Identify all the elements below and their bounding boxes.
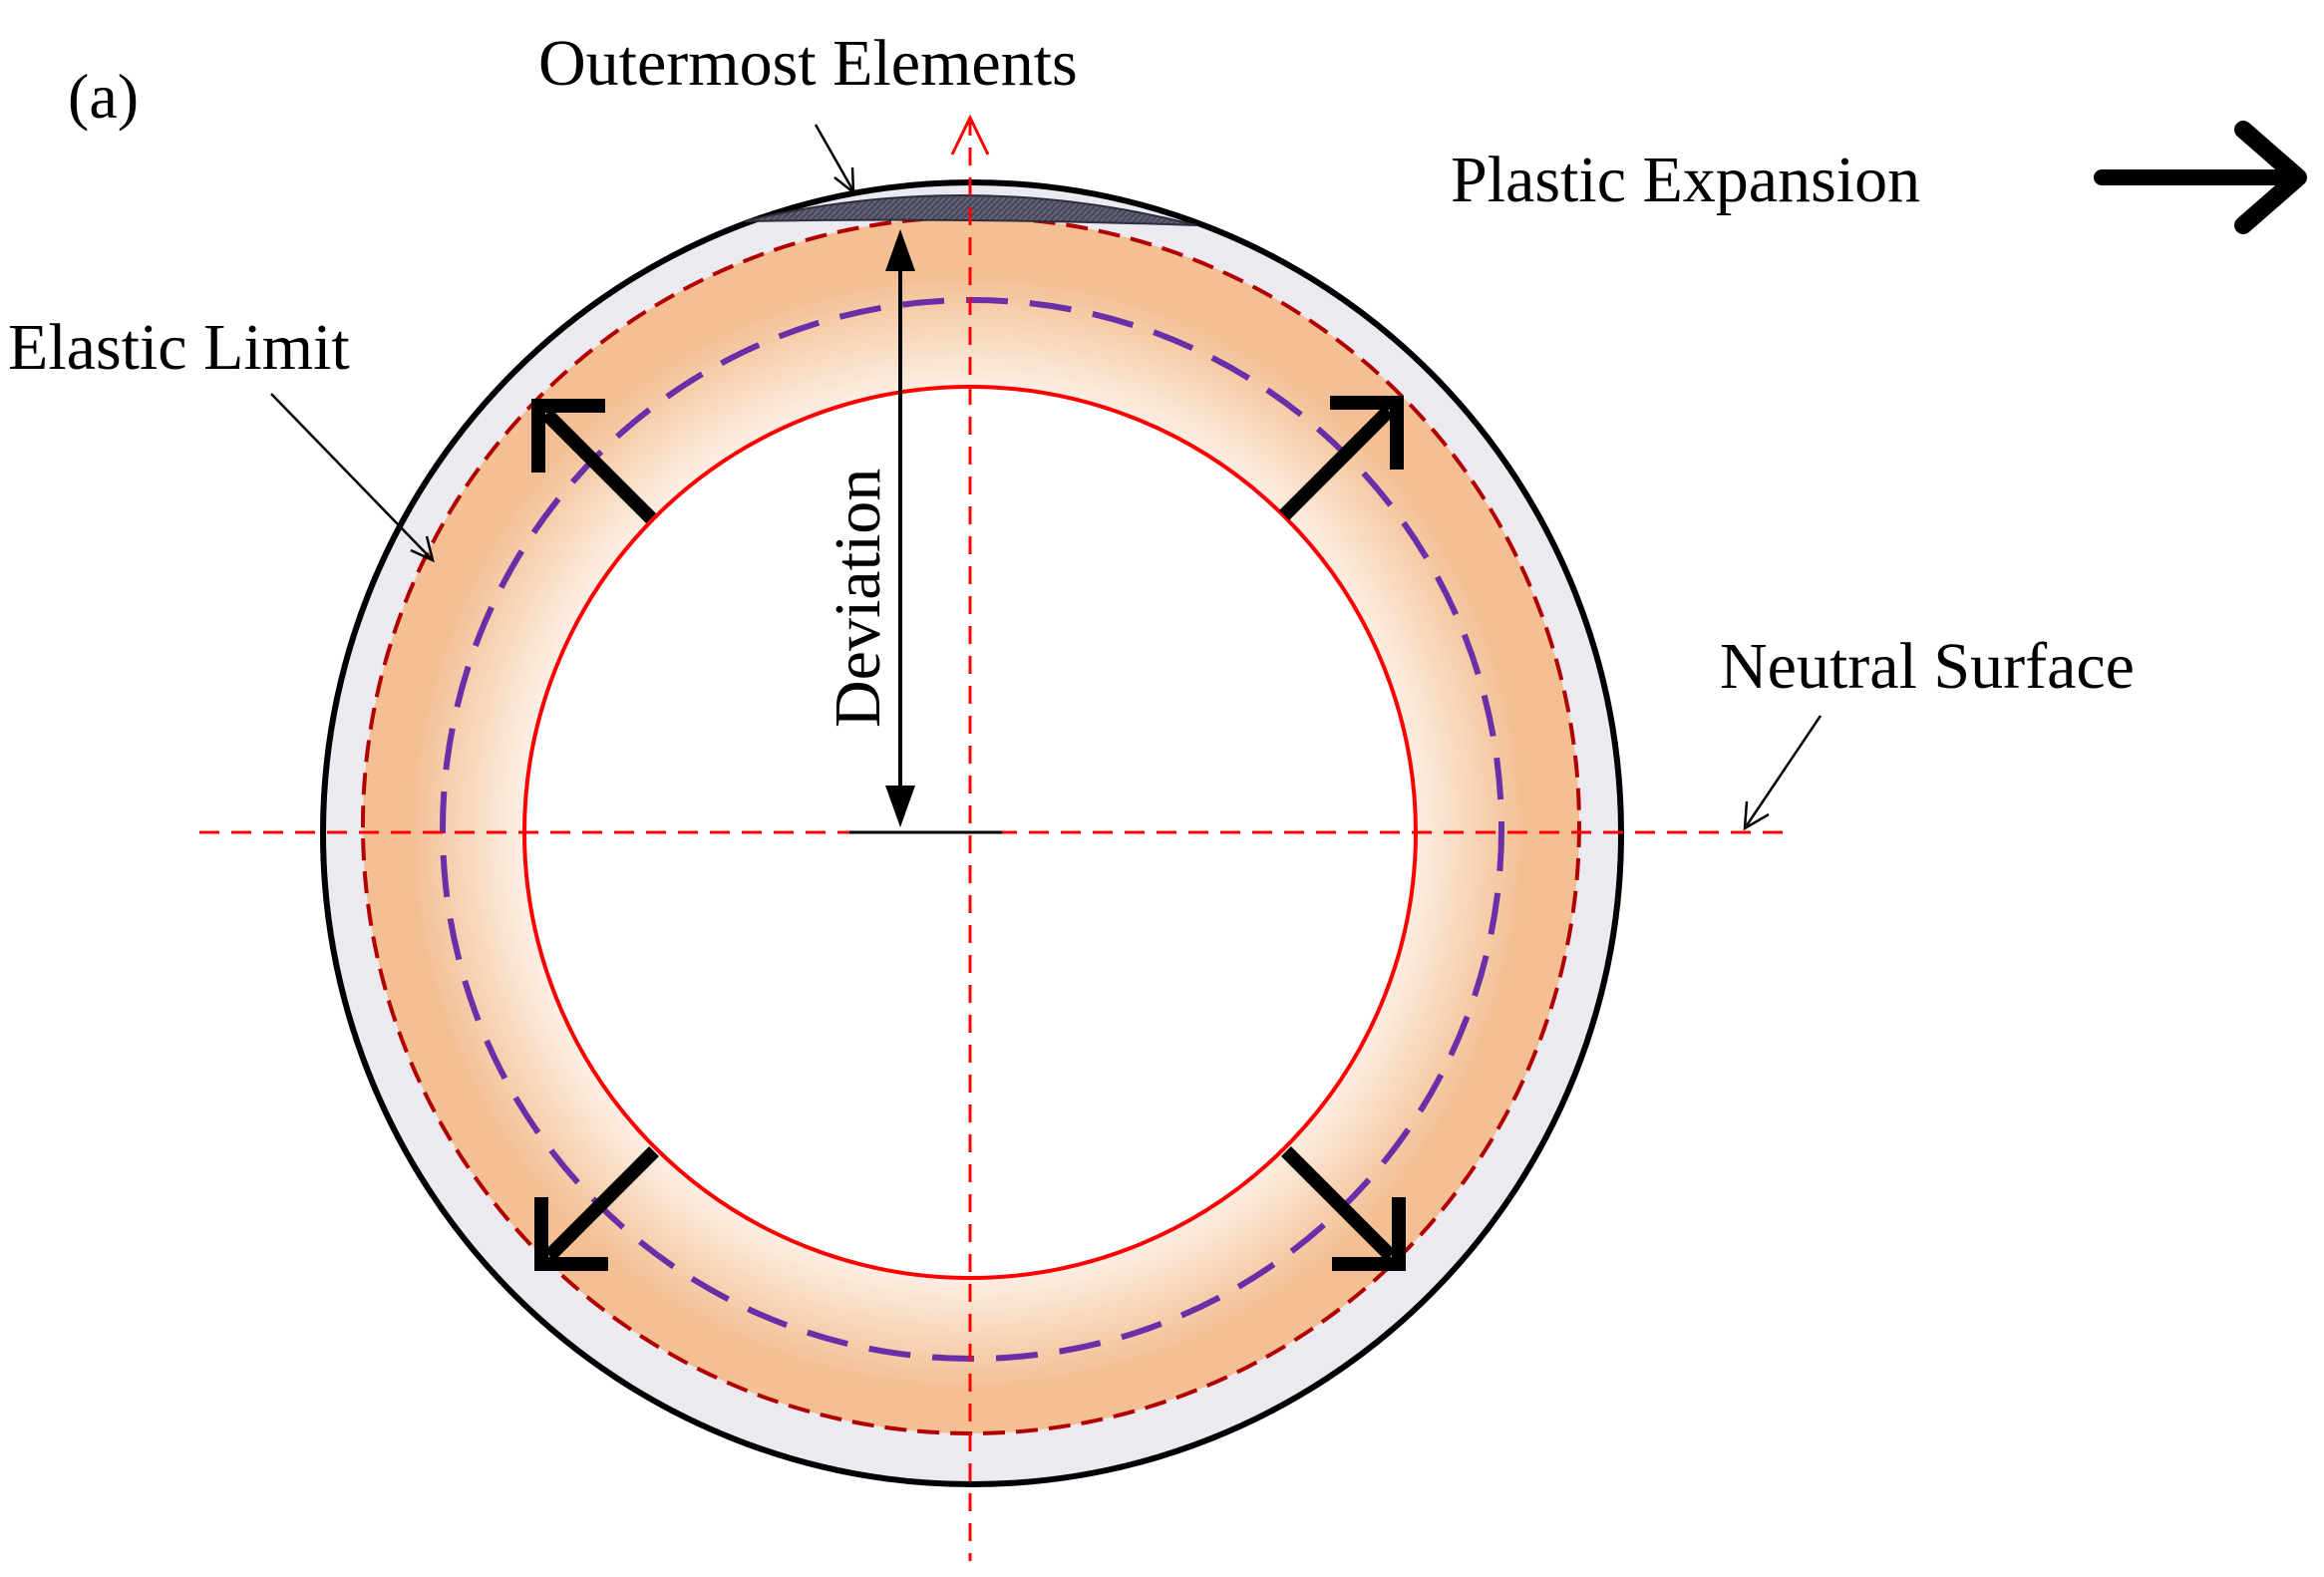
purple-dashed-circle (440, 297, 1504, 1362)
expansion-arrow-bottom-right (1281, 1146, 1406, 1271)
outermost-elements-label: Outermost Elements (538, 27, 1078, 100)
elastic-limit-label: Elastic Limit (8, 311, 350, 384)
plastic-expansion-label: Plastic Expansion (1451, 144, 1920, 216)
expansion-arrow-bottom-left (534, 1146, 659, 1271)
elastic-limit-leader (270, 393, 435, 563)
neutral-surface-label: Neutral Surface (1720, 630, 2135, 703)
panel-label: (a) (68, 61, 139, 132)
deviation-label: Deviation (822, 469, 894, 728)
expansion-arrow-top-left (531, 399, 656, 523)
neutral-surface-leader (1743, 715, 1823, 831)
expansion-arrow-top-right (1279, 396, 1404, 520)
outermost-elements-leader (814, 124, 855, 195)
plastic-expansion-arrow (2094, 121, 2307, 234)
deviation-arrow (885, 229, 915, 827)
vertical-axis-arrowhead (950, 114, 990, 156)
